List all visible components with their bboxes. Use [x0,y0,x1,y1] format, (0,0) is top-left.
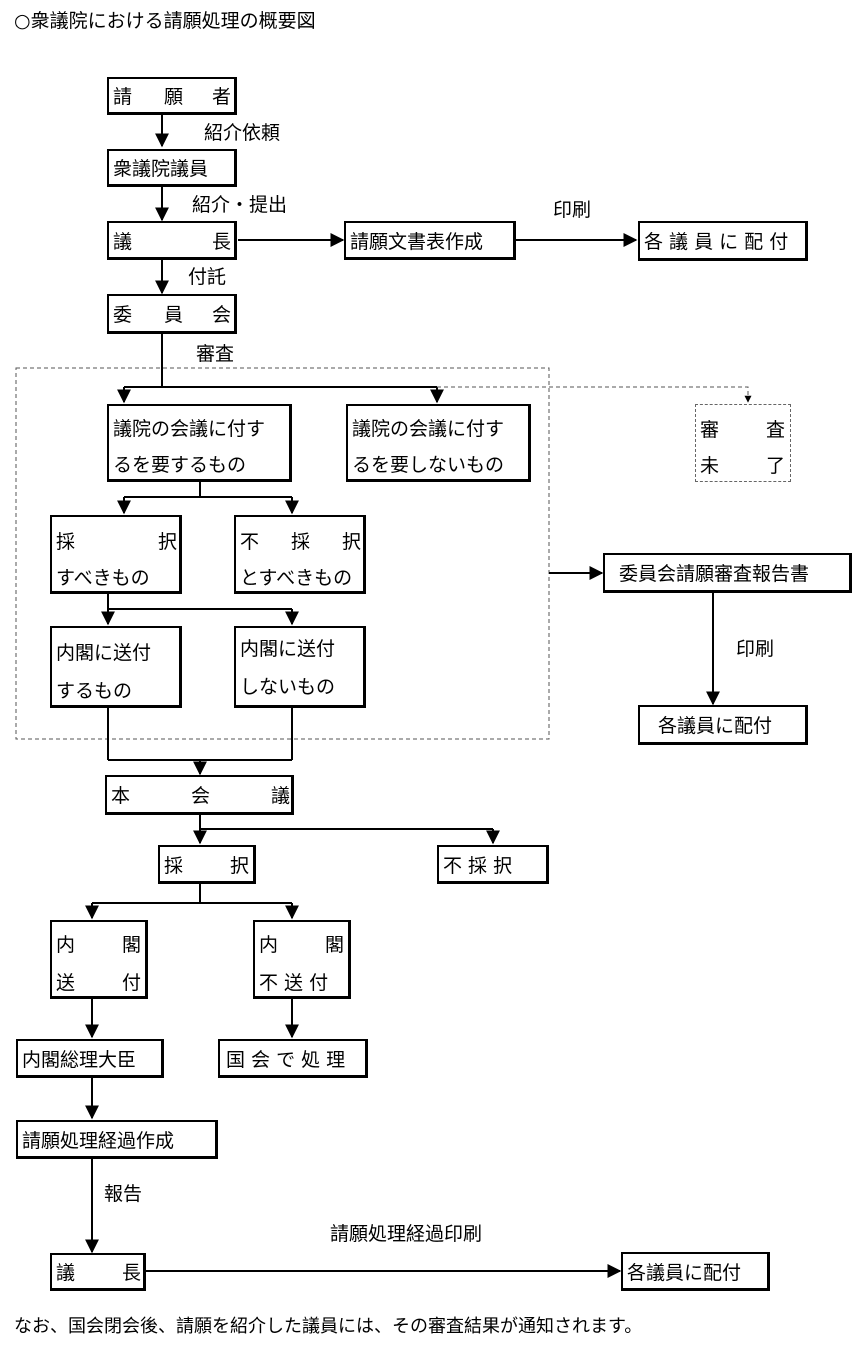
box-text: 内閣総理大臣 [22,1049,137,1071]
label-futaku: 付託 [188,266,227,288]
box-text: 付 [122,972,142,994]
label-shinsa: 審査 [196,343,235,365]
box-text: 不 採 択 [443,855,513,877]
box-text: 会 [212,304,232,326]
box-naikaku-fusoufu: 内 閣 不 送 付 [253,920,351,999]
box-text: 本 [111,785,131,807]
dashed-to-mirou [437,386,752,403]
box-honkaigi: 本 会 議 [105,775,294,815]
box-text: 議 [56,1262,76,1284]
box-text: 閣 [325,934,345,956]
box-text: 送 [56,972,76,994]
box-text: 採 [56,531,76,553]
box-text: 議 [113,231,133,253]
box-shugiin-giin: 衆議院議員 [107,149,237,187]
box-shinsa-mirou: 審 査 未 了 [695,404,791,482]
box-kaigi-yo: 議院の会議に付す るを要するもの [107,404,292,482]
box-text: 不 [240,531,260,553]
box-naikaku-soufu: 内 閣 送 付 [50,920,148,999]
box-naikaku-soufu-suru: 内閣に送付 するもの [50,626,182,708]
box-text: 閣 [122,934,142,956]
box-text: 請願処理経過作成 [22,1130,175,1152]
box-bunsho-sakusei: 請願文書表作成 [344,221,516,260]
box-text: 請願文書表作成 [350,231,484,253]
box-text: とすべきもの [240,567,353,589]
label-hokoku: 報告 [104,1183,143,1205]
box-text: 採 [291,531,311,553]
box-text: 採 [164,855,184,877]
box-sori-daijin: 内閣総理大臣 [16,1039,164,1078]
box-text: 各 議 員 に 配 付 [644,231,789,253]
box-text: 内 [259,934,279,956]
box-haifu-3: 各議員に配付 [621,1252,770,1291]
page-title: ○衆議院における請願処理の概要図 [14,10,316,32]
box-text: 者 [212,86,232,108]
box-keika-sakusei: 請願処理経過作成 [16,1120,218,1159]
box-haifu-1: 各 議 員 に 配 付 [638,221,808,261]
box-gicho-2: 議 長 [50,1253,146,1291]
label-shokai-teishutsu: 紹介・提出 [192,194,288,216]
box-text: 内閣に送付 [240,638,336,660]
box-text: 内 [56,934,76,956]
box-kaigi-fuyo: 議院の会議に付す るを要しないもの [346,404,531,482]
label-insatsu-2: 印刷 [736,638,775,660]
box-text: するもの [56,680,133,702]
box-text: 請 [113,86,133,108]
box-text: るを要しないもの [352,454,505,476]
box-text: 長 [122,1262,142,1284]
box-text: 議 [271,785,291,807]
box-text: 員 [164,304,184,326]
box-text: 衆議院議員 [113,158,209,180]
box-text: 願 [164,86,184,108]
box-text: 委員会請願審査報告書 [619,563,810,585]
box-haifu-2: 各議員に配付 [638,705,808,745]
box-text: 査 [766,419,786,441]
box-iinkai: 委 員 会 [107,294,237,334]
box-text: しないもの [240,676,336,698]
box-gicho-1: 議 長 [107,221,237,260]
box-saitaku-subeki: 採 択 すべきもの [50,515,182,594]
box-text: 不 送 付 [259,972,329,994]
box-saitaku: 採 択 [158,845,256,884]
box-text: 了 [766,455,786,477]
box-text: 審 [700,419,720,441]
box-text: すべきもの [56,567,150,589]
box-text: 国 会 で 処 理 [226,1049,346,1071]
committee-review-frame [15,367,550,740]
box-fusaitaku-subeki: 不 採 択 とすべきもの [234,515,366,594]
box-text: 会 [191,785,211,807]
box-text: 委 [113,304,133,326]
box-seigansha: 請 願 者 [107,77,237,115]
box-text: るを要するもの [113,454,247,476]
box-fusaitaku: 不 採 択 [437,845,549,884]
box-text: 択 [158,531,178,553]
box-kokkai-shori: 国 会 で 処 理 [218,1039,368,1078]
label-keika-insatsu: 請願処理経過印刷 [330,1223,483,1245]
label-shokai-irai: 紹介依頼 [204,122,281,144]
box-text: 長 [212,231,232,253]
footnote: なお、国会閉会後、請願を紹介した議員には、その審査結果が通知されます。 [14,1316,643,1337]
box-naikaku-soufu-shinai: 内閣に送付 しないもの [234,626,366,708]
box-text: 未 [700,455,720,477]
box-text: 議院の会議に付す [352,418,505,440]
box-text: 議院の会議に付す [113,418,266,440]
box-text: 各議員に配付 [658,715,773,737]
box-text: 択 [342,531,362,553]
box-hokokusho: 委員会請願審査報告書 [603,553,852,593]
box-text: 内閣に送付 [56,642,152,664]
label-insatsu-1: 印刷 [553,199,592,221]
box-text: 択 [230,855,250,877]
box-text: 各議員に配付 [627,1262,742,1284]
